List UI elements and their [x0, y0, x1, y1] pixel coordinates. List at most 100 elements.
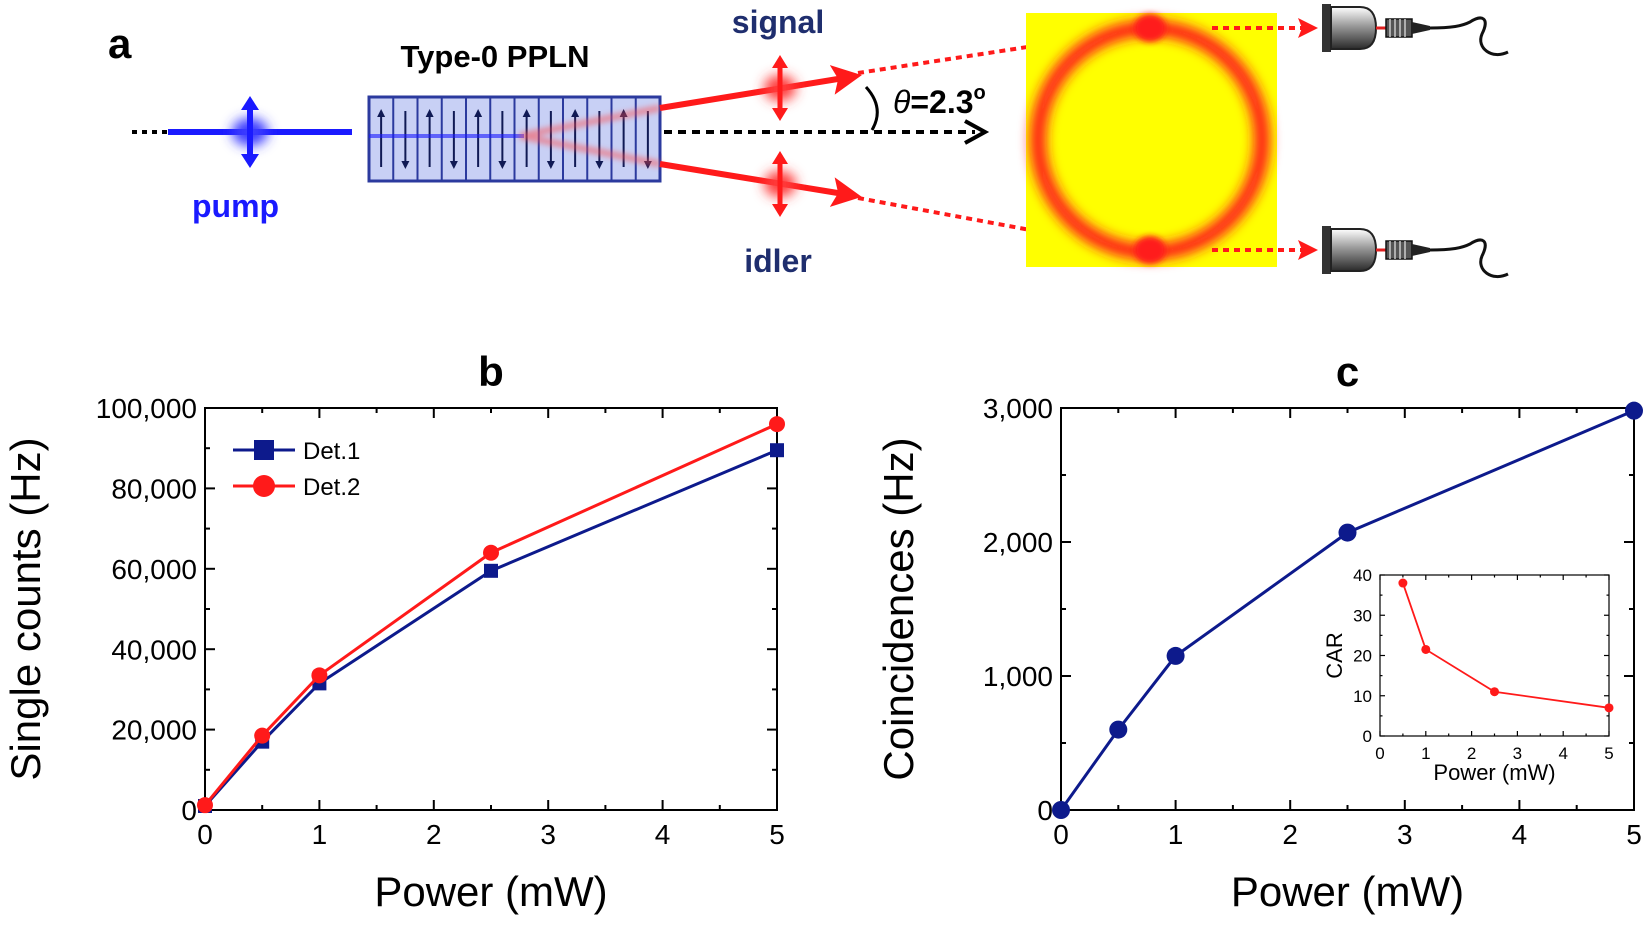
domain-arrowhead-icon — [571, 109, 580, 117]
pump-polarization-arrow — [232, 96, 268, 168]
x-tick-label: 3 — [1397, 819, 1413, 850]
data-point — [1625, 401, 1643, 420]
y-tick-label: 100,000 — [96, 393, 197, 424]
y-tick-label: 3,000 — [983, 393, 1053, 424]
optical-axis-arrowhead — [964, 119, 990, 145]
idler-polarization-arrow — [764, 151, 796, 217]
domain-arrowhead-icon — [401, 161, 410, 169]
data-point — [1421, 644, 1431, 654]
legend-marker — [254, 440, 274, 460]
data-point — [770, 443, 784, 458]
x-tick-label: 1 — [312, 819, 328, 850]
signal-beam — [659, 65, 862, 111]
data-point — [1052, 801, 1070, 819]
domain-arrowhead-icon — [498, 161, 507, 169]
data-point — [484, 563, 498, 578]
data-point — [769, 416, 785, 433]
series-line — [203, 448, 778, 807]
y-tick-label: 80,000 — [111, 473, 197, 504]
theta-value: =2.3 — [910, 84, 973, 120]
y-axis-label: CAR — [1322, 632, 1347, 678]
theta-symbol: θ — [893, 84, 911, 120]
domain-arrowhead-icon — [474, 109, 483, 117]
fiber-connector-icon — [1385, 238, 1509, 279]
detector-icon — [1322, 4, 1509, 57]
legend-marker — [253, 475, 275, 497]
domain-arrowhead-icon — [377, 109, 386, 117]
domain-arrowhead-icon — [425, 109, 434, 117]
y-tick-label: 40 — [1353, 566, 1372, 585]
pump-label: pump — [192, 188, 279, 224]
panel-title: c — [1336, 348, 1359, 395]
plot-frame — [1060, 407, 1635, 811]
x-tick-label: 0 — [197, 819, 213, 850]
series-line — [1402, 582, 1610, 709]
data-point — [1604, 703, 1614, 713]
y-tick-label: 60,000 — [111, 554, 197, 585]
domain-arrowhead-icon — [449, 161, 458, 169]
panel-title: b — [478, 348, 504, 395]
data-point — [1166, 646, 1185, 665]
series-line — [1059, 409, 1635, 811]
x-tick-label: 0 — [1053, 819, 1069, 850]
y-tick-label: 10 — [1353, 687, 1372, 706]
data-point — [197, 797, 213, 814]
x-tick-label: 2 — [1467, 744, 1476, 763]
theta-degree: o — [974, 82, 986, 104]
series-line — [203, 422, 778, 807]
data-point — [1490, 687, 1499, 697]
legend-label: Det.1 — [303, 438, 360, 465]
y-tick-label: 0 — [1037, 795, 1053, 826]
y-tick-label: 30 — [1353, 606, 1372, 625]
plot-frame — [1379, 574, 1610, 737]
x-tick-label: 2 — [426, 819, 442, 850]
idler-beam — [659, 161, 862, 207]
domain-arrowhead-icon — [595, 161, 604, 169]
data-point — [311, 667, 328, 684]
crystal-label: Type-0 PPLN — [401, 39, 590, 74]
data-point — [483, 544, 499, 561]
x-tick-label: 1 — [1168, 819, 1184, 850]
x-tick-label: 5 — [1604, 744, 1613, 763]
x-tick-label: 3 — [1513, 744, 1522, 763]
x-tick-label: 3 — [540, 819, 556, 850]
data-point — [254, 727, 271, 744]
data-point — [1338, 523, 1357, 542]
detector-icon — [1322, 226, 1509, 279]
signal-label: signal — [732, 4, 824, 40]
y-tick-label: 2,000 — [983, 527, 1053, 558]
x-tick-label: 4 — [655, 819, 671, 850]
x-axis-label: Power (mW) — [374, 868, 607, 915]
domain-arrowhead-icon — [546, 161, 555, 169]
y-tick-label: 20,000 — [111, 715, 197, 746]
plot-frame — [204, 407, 778, 811]
x-tick-label: 1 — [1421, 744, 1430, 763]
signal-polarization-arrow — [764, 55, 796, 121]
fiber-connector-icon — [1385, 16, 1509, 57]
x-tick-label: 5 — [1626, 819, 1642, 850]
y-tick-label: 0 — [1363, 727, 1372, 746]
x-tick-label: 2 — [1282, 819, 1298, 850]
idler-spot — [1134, 236, 1166, 264]
y-tick-label: 1,000 — [983, 661, 1053, 692]
panel-a-schematic: a pump Type-0 PPLN — [108, 4, 1509, 279]
x-axis-label: Power (mW) — [1231, 868, 1464, 915]
x-tick-label: 4 — [1512, 819, 1528, 850]
y-tick-label: 0 — [181, 795, 197, 826]
y-tick-label: 40,000 — [111, 634, 197, 665]
data-point — [1109, 720, 1128, 739]
x-tick-label: 0 — [1375, 744, 1384, 763]
chart-b-single-counts: 0 1 2 3 4 5 0 20,000 40,000 60,000 80,000 100,000Po… — [2, 348, 785, 915]
y-tick-label: 20 — [1353, 647, 1372, 666]
angle-arc — [864, 85, 879, 131]
theta-annotation: θ=2.3o — [893, 82, 986, 120]
idler-free-path — [857, 196, 1146, 258]
x-tick-label: 4 — [1558, 744, 1567, 763]
ppln-crystal — [367, 95, 662, 183]
legend-label: Det.2 — [303, 474, 360, 501]
idler-label: idler — [744, 243, 812, 279]
x-tick-label: 5 — [769, 819, 785, 850]
